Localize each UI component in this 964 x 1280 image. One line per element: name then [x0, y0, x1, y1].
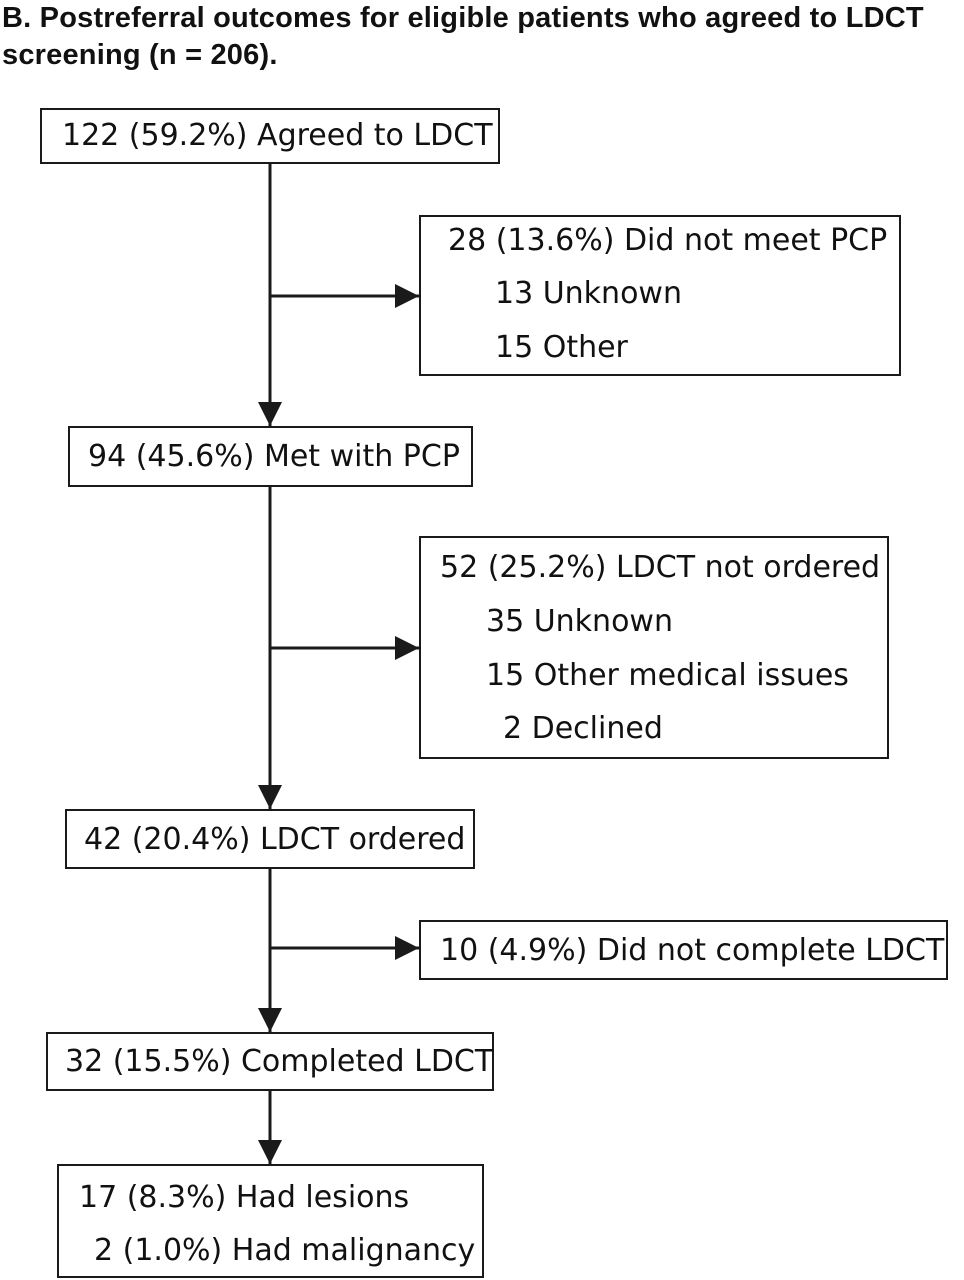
not-ordered-sub-declined: 2 Declined — [503, 711, 663, 746]
did-not-meet-sub-other: 15 Other — [495, 330, 628, 365]
agreed-label: 122 (59.2%) Agreed to LDCT — [62, 118, 493, 153]
did-not-meet-header: 28 (13.6%) Did not meet PCP — [448, 223, 888, 258]
box-ldct-ordered: 42 (20.4%) LDCT ordered — [65, 809, 475, 869]
did-not-complete-label: 10 (4.9%) Did not complete LDCT — [440, 933, 945, 968]
not-ordered-header: 52 (25.2%) LDCT not ordered — [440, 550, 881, 585]
met-pcp-label: 94 (45.6%) Met with PCP — [88, 439, 460, 474]
outcome-malignancy: 2 (1.0%) Had malignancy — [94, 1233, 476, 1268]
box-did-not-complete-ldct: 10 (4.9%) Did not complete LDCT — [419, 920, 948, 980]
figure-title: B. Postreferral outcomes for eligible pa… — [2, 2, 924, 71]
box-met-with-pcp: 94 (45.6%) Met with PCP — [68, 426, 473, 487]
not-ordered-sub-medical: 15 Other medical issues — [486, 658, 849, 693]
ordered-label: 42 (20.4%) LDCT ordered — [84, 822, 466, 857]
box-agreed-to-ldct: 122 (59.2%) Agreed to LDCT — [40, 108, 500, 164]
completed-label: 32 (15.5%) Completed LDCT — [65, 1044, 494, 1079]
box-outcomes: 17 (8.3%) Had lesions 2 (1.0%) Had malig… — [57, 1164, 484, 1278]
outcome-lesions: 17 (8.3%) Had lesions — [79, 1180, 410, 1215]
box-did-not-meet-pcp: 28 (13.6%) Did not meet PCP 13 Unknown 1… — [419, 215, 901, 376]
box-ldct-not-ordered: 52 (25.2%) LDCT not ordered 35 Unknown 1… — [419, 536, 889, 759]
box-completed-ldct: 32 (15.5%) Completed LDCT — [46, 1032, 494, 1091]
did-not-meet-sub-unknown: 13 Unknown — [495, 276, 682, 311]
not-ordered-sub-unknown: 35 Unknown — [486, 604, 673, 639]
